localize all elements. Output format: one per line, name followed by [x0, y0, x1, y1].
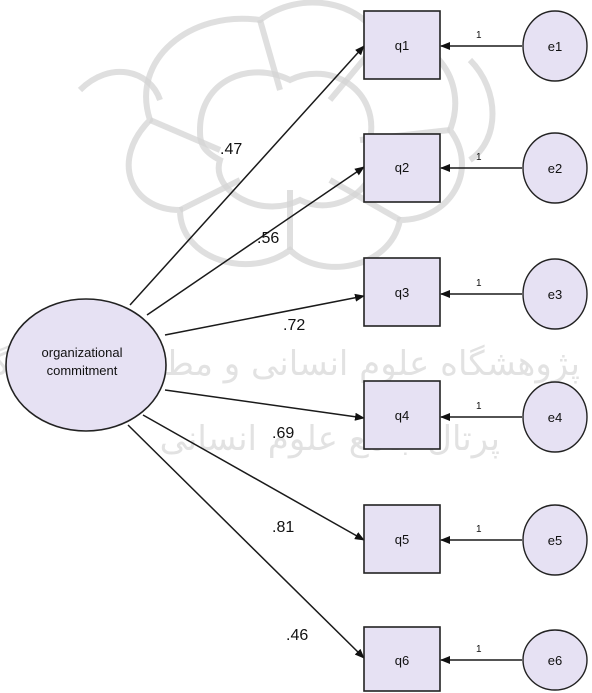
- loading-q2: .56: [257, 230, 279, 247]
- loading-q4: .69: [272, 425, 294, 442]
- path-latent-q3: [164, 293, 365, 336]
- error-weight-e2: 1: [476, 152, 482, 163]
- observed-q2-box: [363, 133, 441, 203]
- observed-q1-label: q1: [395, 38, 409, 53]
- error-e6-ellipse: [522, 629, 588, 691]
- error-e2-ellipse: [522, 132, 588, 204]
- error-weight-e6: 1: [476, 644, 482, 655]
- watermark-line-2: پرتال جامع علوم انسانی: [160, 419, 500, 459]
- loading-q6: .46: [286, 627, 308, 644]
- path-latent-q5: [142, 414, 365, 541]
- latent-label-line1: organizational: [42, 345, 123, 360]
- item-row-q5: q5 1 e5: [363, 504, 588, 576]
- observed-q6-label: q6: [395, 653, 409, 668]
- loading-q3: .72: [283, 317, 305, 334]
- latent-ellipse: [5, 298, 167, 432]
- error-weight-e3: 1: [476, 278, 482, 289]
- error-e1-label: e1: [548, 39, 562, 54]
- observed-q4-label: q4: [395, 408, 409, 423]
- error-e3-label: e3: [548, 287, 562, 302]
- error-weight-e1: 1: [476, 30, 482, 41]
- latent-label-line2: commitment: [47, 363, 118, 378]
- error-e4-ellipse: [522, 381, 588, 453]
- item-row-q4: q4 1 e4: [363, 380, 588, 453]
- error-e2-label: e2: [548, 161, 562, 176]
- error-e4-label: e4: [548, 410, 562, 425]
- error-e5-label: e5: [548, 533, 562, 548]
- path-latent-q1: [129, 45, 365, 306]
- error-weight-e5: 1: [476, 524, 482, 535]
- path-latent-q6: [127, 424, 365, 659]
- path-latent-q4: [164, 389, 365, 421]
- loading-q5: .81: [272, 519, 294, 536]
- path-latent-q2: [146, 166, 365, 316]
- error-e3-ellipse: [522, 258, 588, 330]
- item-row-q2: q2 1 e2: [363, 132, 588, 204]
- item-row-q3: q3 1 e3: [363, 257, 588, 330]
- observed-q1-box: [363, 10, 441, 80]
- error-weight-e4: 1: [476, 401, 482, 412]
- error-e5-ellipse: [522, 504, 588, 576]
- item-row-q1: q1 1 e1: [363, 10, 588, 82]
- observed-q5-label: q5: [395, 532, 409, 547]
- error-e6-label: e6: [548, 653, 562, 668]
- observed-q5-box: [363, 504, 441, 574]
- error-e1-ellipse: [522, 10, 588, 82]
- latent-organizational-commitment: organizational commitment: [5, 298, 167, 432]
- observed-q3-box: [363, 257, 441, 327]
- observed-q6-box: [363, 626, 441, 692]
- loading-q1: .47: [220, 141, 242, 158]
- watermark-logo: [77, 0, 496, 270]
- observed-q3-label: q3: [395, 285, 409, 300]
- item-row-q6: q6 1 e6: [363, 626, 588, 692]
- observed-q2-label: q2: [395, 160, 409, 175]
